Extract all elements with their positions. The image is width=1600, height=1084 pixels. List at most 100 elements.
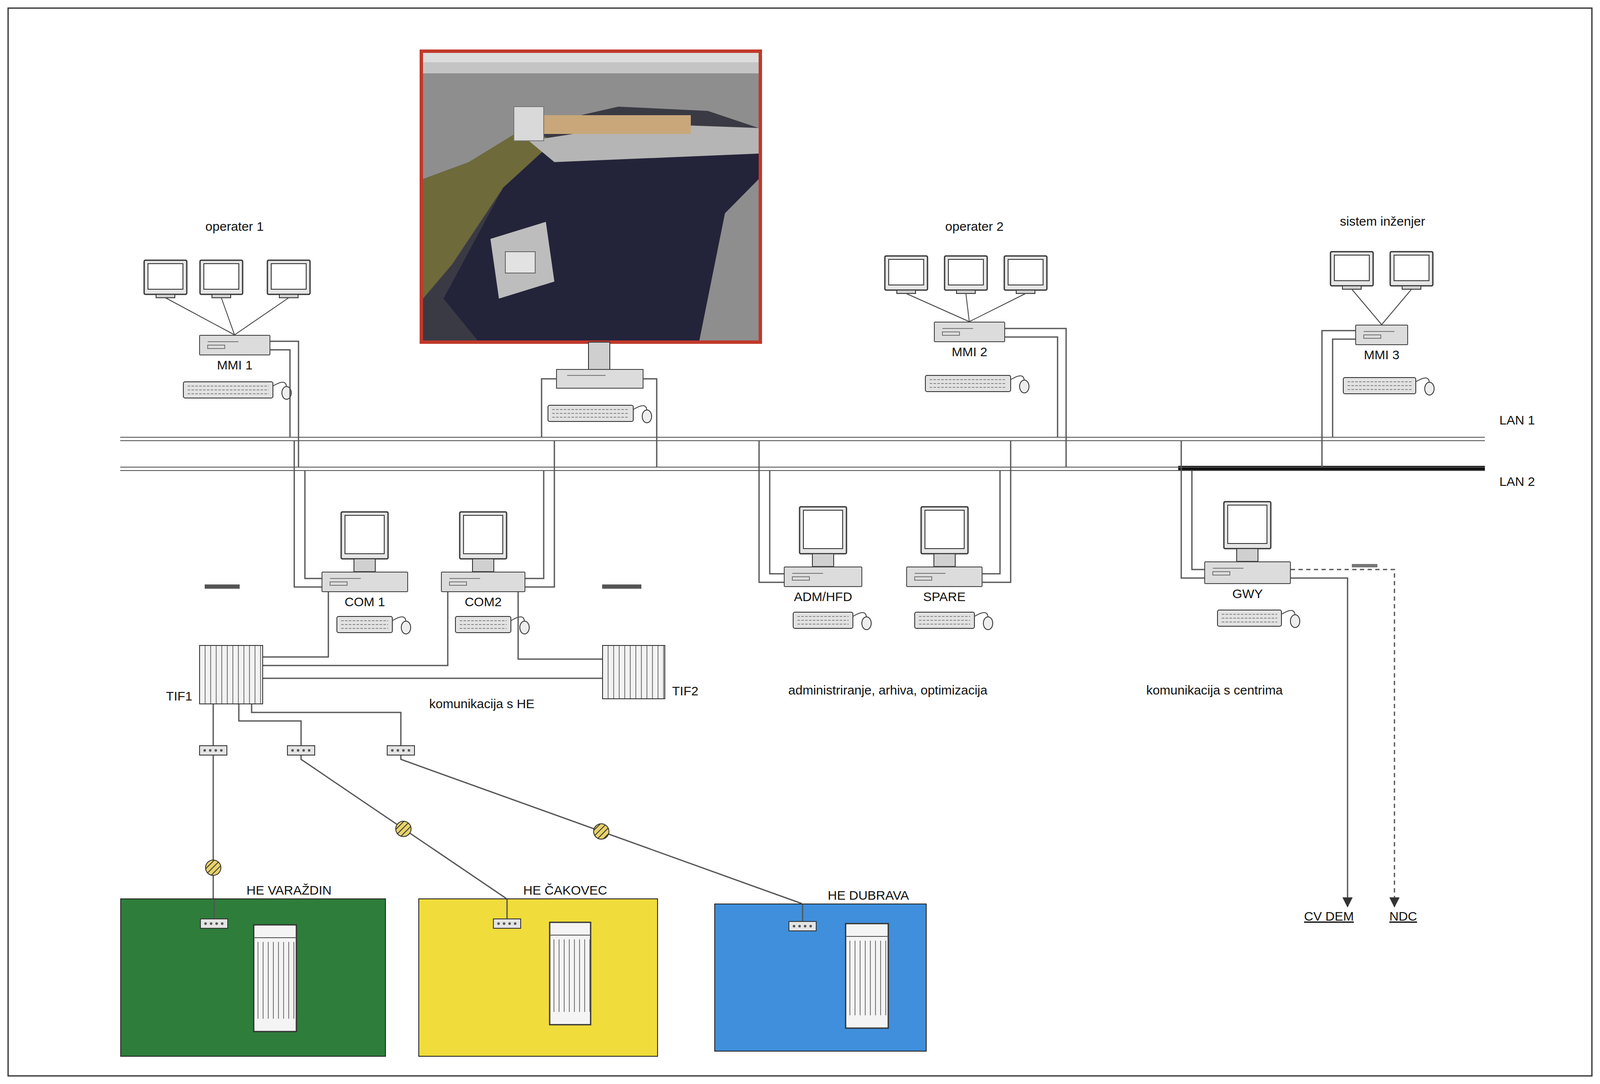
monitor [341, 511, 389, 572]
keyboard [183, 381, 292, 400]
lan-bus: LAN 1 [120, 436, 1485, 441]
network-link [238, 704, 507, 899]
monitor [200, 260, 243, 335]
monitor [944, 255, 988, 322]
network-link [1005, 328, 1067, 467]
computer-box: ADM/HFD [783, 566, 863, 587]
monitor [1330, 251, 1382, 325]
monitor [1223, 501, 1271, 562]
network-link [263, 591, 448, 666]
interface-rack: TIF2 [602, 644, 666, 699]
network-link [1332, 339, 1356, 437]
group-label: komunikacija s HE [427, 696, 537, 712]
monitor [799, 506, 847, 567]
node-name: COM2 [463, 594, 504, 610]
link-symbol [395, 820, 412, 837]
arrow-connector [1290, 569, 1395, 907]
node-name: HE ČAKOVEC [521, 882, 609, 898]
node-name: TIF1 [164, 688, 195, 704]
node-name: ADM/HFD [792, 589, 855, 605]
drive-slot [200, 335, 270, 355]
keyboard [1343, 377, 1435, 395]
network-link [263, 677, 603, 679]
group-label: komunikacija s centrima [1144, 682, 1285, 698]
modem [387, 745, 415, 755]
network-link [304, 470, 322, 579]
monitor [1381, 251, 1433, 325]
plant-equipment [419, 898, 658, 1056]
computer-box: SPARE [906, 566, 983, 587]
node-name: SPARE [921, 589, 968, 605]
computer-box: GWY [1204, 561, 1291, 584]
node-name: HE DUBRAVA [826, 887, 911, 903]
bus-name: LAN 2 [1497, 474, 1537, 490]
keyboard [925, 375, 1029, 393]
network-link [525, 470, 544, 579]
external-center: NDC [1385, 906, 1421, 926]
monitor [921, 506, 969, 567]
page-frame [8, 8, 1592, 1076]
network-link [982, 470, 1000, 574]
power-plant-box: HE ČAKOVEC [418, 898, 658, 1057]
interface-rack: TIF1 [199, 644, 264, 705]
keyboard [914, 611, 993, 630]
network-link [1005, 336, 1058, 437]
node-name: HE VARAŽDIN [244, 882, 334, 898]
modem [199, 745, 227, 755]
lan-bus: LAN 2 [120, 466, 1485, 471]
plant-equipment [121, 898, 386, 1056]
arrow-connector [1290, 577, 1348, 907]
computer-box: MMI 3 [1355, 324, 1409, 345]
node-name: MMI 1 [215, 357, 255, 373]
link-symbol [593, 823, 609, 839]
network-link [759, 440, 784, 583]
workstation-label: operater 2 [943, 219, 1006, 235]
node-name: MMI 2 [950, 344, 989, 360]
network-link [518, 591, 603, 659]
group-label: administriranje, arhiva, optimizacija [786, 682, 990, 698]
network-link [525, 440, 555, 587]
gateway-port [1351, 563, 1378, 568]
network-link [270, 349, 290, 437]
external-center: CV DEM [1300, 906, 1358, 926]
modem [287, 745, 315, 755]
drive-slot [441, 572, 525, 592]
antenna-bar [602, 584, 642, 589]
antenna-bar [204, 584, 240, 589]
drive-slot [934, 322, 1005, 342]
node-name: GWY [1230, 586, 1265, 602]
drive-slot [1356, 325, 1408, 345]
computer-box: COM 1 [321, 571, 409, 592]
drive-slot [907, 567, 982, 586]
keyboard [336, 616, 411, 634]
computer-box: MMI 2 [933, 321, 1006, 343]
workstation-label: operater 1 [203, 219, 266, 235]
computer-box: COM2 [440, 571, 526, 592]
plant-equipment [715, 904, 926, 1051]
display-computer [541, 342, 657, 467]
power-plant-box: HE DUBRAVA [714, 903, 927, 1052]
drive-slot [322, 572, 408, 592]
monitor [969, 255, 1047, 322]
node-name: TIF2 [670, 683, 701, 699]
network-link [1181, 440, 1205, 578]
keyboard [1217, 609, 1300, 628]
network-link [982, 440, 1011, 583]
monitor [459, 511, 507, 572]
node-name: MMI 3 [1362, 347, 1401, 363]
computer-box: MMI 1 [199, 334, 271, 356]
network-link [251, 704, 802, 904]
center-name: CV DEM [1302, 908, 1356, 924]
network-link [263, 591, 329, 657]
workstation-label: sistem inženjer [1338, 214, 1427, 229]
plant-display [421, 51, 761, 343]
network-link [1321, 330, 1356, 467]
drive-slot [784, 567, 862, 586]
monitor [234, 260, 311, 335]
power-plant-box: HE VARAŽDIN [120, 898, 386, 1057]
node-name: COM 1 [342, 594, 387, 610]
keyboard [547, 405, 652, 423]
network-link [1191, 470, 1205, 570]
center-name: NDC [1387, 908, 1419, 924]
